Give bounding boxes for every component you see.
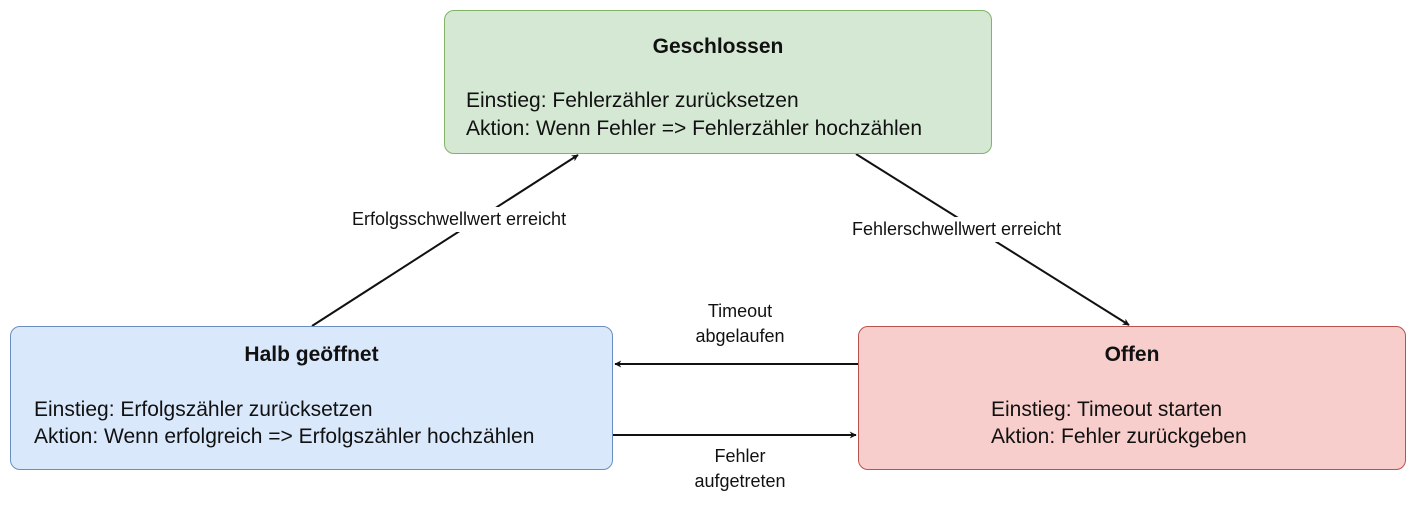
state-half-open-entry: Einstieg: Erfolgszähler zurücksetzen xyxy=(34,398,373,421)
label-error-line1: Fehler xyxy=(714,446,766,466)
label-timeout-expired: Timeout abgelaufen xyxy=(640,299,840,349)
label-timeout-line1: Timeout xyxy=(707,301,773,321)
state-closed-title: Geschlossen xyxy=(652,35,784,58)
edge-half-open-to-closed xyxy=(311,154,579,327)
label-failure-threshold: Fehlerschwellwert erreicht xyxy=(852,217,1062,242)
state-closed-action: Aktion: Wenn Fehler => Fehlerzähler hoch… xyxy=(466,117,923,140)
label-error-line2: aufgetreten xyxy=(694,471,786,491)
state-closed-entry: Einstieg: Fehlerzähler zurücksetzen xyxy=(466,89,799,112)
state-half-open-action: Aktion: Wenn erfolgreich => Erfolgszähle… xyxy=(34,425,535,448)
state-open: Offen Einstieg: Timeout starten Aktion: … xyxy=(858,326,1406,470)
state-open-entry: Einstieg: Timeout starten xyxy=(991,398,1223,421)
state-open-action: Aktion: Fehler zurückgeben xyxy=(991,425,1247,448)
state-half-open: Halb geöffnet Einstieg: Erfolgszähler zu… xyxy=(10,326,613,470)
state-closed: Geschlossen Einstieg: Fehlerzähler zurüc… xyxy=(444,10,992,154)
label-success-threshold: Erfolgsschwellwert erreicht xyxy=(352,207,567,232)
state-open-title: Offen xyxy=(1104,343,1160,366)
state-half-open-title: Halb geöffnet xyxy=(244,343,379,366)
label-timeout-line2: abgelaufen xyxy=(695,326,785,346)
label-error-occurred: Fehler aufgetreten xyxy=(640,444,840,494)
